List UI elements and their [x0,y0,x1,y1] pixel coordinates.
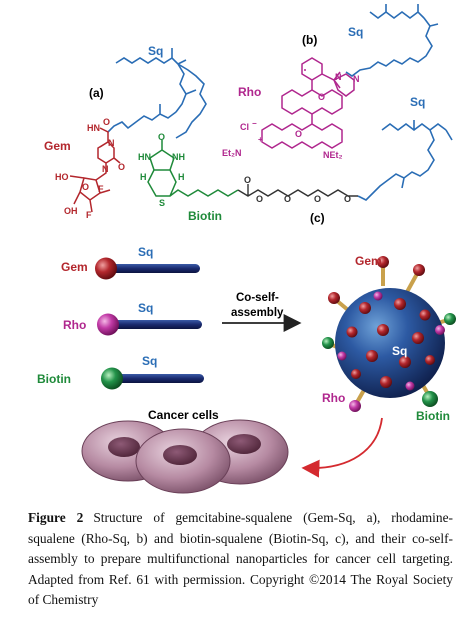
sq-label-a: Sq [148,44,163,58]
cancer-cells: Cancer cells [81,408,289,494]
scheme-biotin-label: Biotin [37,372,71,386]
atom-minus-b: − [252,119,257,128]
structure-b-rho-sq: (b) Sq O N O Cl − + Et₂N NEt₂ N Rho [222,4,439,160]
cell-nucleus-1 [108,437,140,457]
atom-f1-a: F [98,184,104,194]
cell-nucleus-2 [163,445,197,465]
tag-c: (c) [310,211,325,225]
rho-label-b: Rho [238,85,261,99]
atom-f2-a: F [86,210,92,220]
np-gem-label: Gem [355,254,382,268]
structure-c-biotin-sq: (c) Sq O HN NH H H S O O O O O Biotin [138,95,453,225]
rho-head-ball [97,313,119,336]
atom-net2b-b: NEt₂ [323,150,343,160]
scheme-sq-label-1: Sq [138,245,153,259]
np-core [335,288,445,398]
atom-o3-a: O [82,182,89,192]
conjugate-biotin: Biotin Sq [37,354,204,390]
atom-n1-a: N [108,138,115,148]
caption-text: Structure of gemcitabine-squalene (Gem-S… [28,510,453,607]
cell-nucleus-3 [227,434,261,454]
scheme-sq-label-2: Sq [138,301,153,315]
sq-label-c: Sq [410,95,425,109]
arrow-label-1: Co-self- [236,292,279,304]
atom-o1-c: O [244,175,251,185]
gem-label-a: Gem [44,139,71,153]
atom-o4-c: O [314,194,321,204]
co-self-assembly-arrow: Co-self- assembly [222,292,302,332]
conjugate-gem: Gem Sq [61,245,200,280]
atom-plus-b: + [258,135,263,144]
atom-o1-a: O [103,117,110,127]
atom-o1-b: O [318,92,325,102]
sq-label-b: Sq [348,25,363,39]
atom-h2-c: H [178,172,185,182]
gemcitabine-moiety [69,127,121,213]
gem-head-ball [95,257,117,280]
arrow-label-2: assembly [231,307,284,319]
atom-h1-c: H [140,172,147,182]
atom-nh-a: HN [87,123,100,133]
atom-cl-b: Cl [240,122,249,132]
squalene-chain-b [345,4,439,77]
atom-n2-a: N [102,164,109,174]
biotin-moiety [147,140,239,197]
structure-a-gem-sq: (a) Sq O HN N N O O HO OH F F Gem [44,44,207,220]
atom-net2a-b: Et₂N [222,148,242,158]
nanoparticle: Sq Gem Rho Biotin [322,254,456,423]
scheme-sq-label-3: Sq [142,354,157,368]
atom-o-c: O [158,132,165,142]
peg-linker [237,184,358,197]
np-rho-label: Rho [322,391,345,405]
sq-tail-2 [112,320,202,329]
atom-hn1-c: HN [138,152,151,162]
sq-tail-3 [114,374,204,383]
cancer-cells-label: Cancer cells [148,408,219,422]
atom-o2-b: O [295,129,302,139]
biotin-label-c: Biotin [188,209,222,223]
np-biotin-label: Biotin [416,409,450,423]
np-surface-dots [337,291,445,391]
atom-ho-a: HO [55,172,69,182]
atom-o2-c: O [256,194,263,204]
atom-o2-a: O [118,162,125,172]
atom-oh-a: OH [64,206,78,216]
atom-nh-c: NH [172,152,185,162]
squalene-chain-a [107,48,207,139]
scheme-rho-label: Rho [63,318,86,332]
tag-a: (a) [89,86,104,100]
squalene-chain-c [357,120,453,201]
conjugate-rho: Rho Sq [63,301,202,336]
tag-b: (b) [302,33,317,47]
atom-o3-c: O [284,194,291,204]
sq-tail-1 [108,264,200,273]
atom-n2-b: N [353,74,360,84]
rhodamine-moiety [261,57,343,149]
scheme-gem-label: Gem [61,260,88,274]
np-spikes [322,256,456,412]
targeting-arrow [301,417,383,478]
caption-label: Figure 2 [28,510,84,525]
biotin-head-ball [101,367,123,390]
np-sq-label: Sq [392,344,407,358]
atom-n1-b: N [335,72,342,82]
atom-s-c: S [159,198,165,208]
atom-o5-c: O [344,194,351,204]
